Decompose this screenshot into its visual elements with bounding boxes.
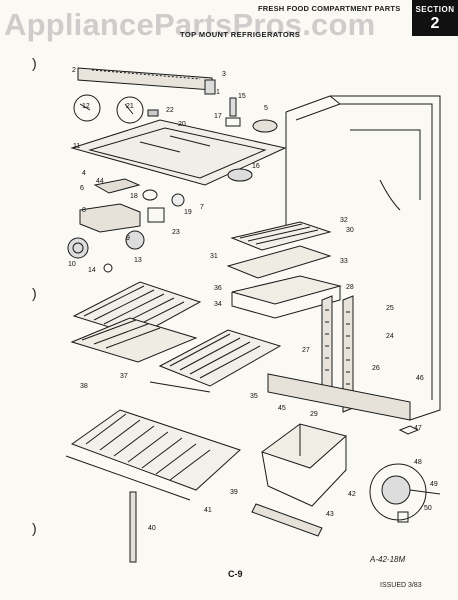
- detail-circles: [73, 94, 144, 124]
- roller-detail: [369, 463, 441, 523]
- callout-27: 27: [302, 347, 310, 354]
- callout-20: 20: [178, 121, 186, 128]
- callout-35: 35: [250, 393, 258, 400]
- callout-9: 9: [126, 235, 130, 242]
- callout-36: 36: [214, 285, 222, 292]
- page-subtitle: TOP MOUNT REFRIGERATORS: [180, 30, 301, 39]
- callout-21: 21: [126, 103, 134, 110]
- section-label: SECTION: [415, 5, 455, 14]
- callout-22: 22: [166, 107, 174, 114]
- issued-date: ISSUED 3/83: [380, 582, 422, 589]
- left-shelves: [70, 281, 202, 363]
- callout-11: 11: [73, 143, 80, 150]
- callout-40: 40: [148, 525, 156, 532]
- callout-17: 17: [214, 113, 222, 120]
- cabinet-liner: [285, 95, 441, 421]
- drawing-code: A-42-18M: [370, 555, 406, 564]
- crisper-pan: [260, 423, 348, 507]
- section-number: 2: [430, 15, 440, 32]
- top-rail: [77, 67, 216, 95]
- callout-1: 1: [216, 89, 220, 96]
- callout-2: 2: [72, 67, 76, 74]
- right-shelf: [149, 329, 282, 393]
- callout-29: 29: [310, 411, 318, 418]
- callout-50: 50: [424, 505, 432, 512]
- callout-33: 33: [340, 258, 348, 265]
- callout-7: 7: [200, 204, 204, 211]
- glass-shelf: [65, 409, 241, 501]
- callout-25: 25: [386, 305, 394, 312]
- ceiling-panel: [70, 119, 287, 186]
- callout-numbers: 2 3 1 12 21 22 15 17 5 20 11 16 4 44 6 1…: [68, 67, 438, 532]
- callout-30: 30: [346, 227, 354, 234]
- callout-49: 49: [430, 481, 438, 488]
- callout-23: 23: [172, 229, 180, 236]
- meat-drawer: [231, 275, 342, 319]
- callout-13: 13: [134, 257, 142, 264]
- callout-45: 45: [278, 405, 286, 412]
- binder-mark: ): [32, 55, 37, 71]
- callout-28: 28: [346, 284, 354, 291]
- callout-16: 16: [252, 163, 260, 170]
- callout-43: 43: [326, 511, 334, 518]
- callout-32: 32: [340, 217, 348, 224]
- callout-37: 37: [120, 373, 128, 380]
- binder-mark: ): [32, 285, 37, 301]
- callout-5: 5: [264, 105, 268, 112]
- callout-47: 47: [414, 425, 422, 432]
- callout-4: 4: [82, 170, 86, 177]
- callout-46: 46: [416, 375, 424, 382]
- page-title: FRESH FOOD COMPARTMENT PARTS: [258, 4, 401, 13]
- callout-39: 39: [230, 489, 238, 496]
- watermark: AppliancePartsPros.com: [4, 7, 376, 42]
- callout-8: 8: [82, 207, 86, 214]
- callout-15: 15: [238, 93, 246, 100]
- callout-3: 3: [222, 71, 226, 78]
- callout-12: 12: [82, 103, 90, 110]
- callout-6: 6: [80, 185, 84, 192]
- section-badge: SECTION 2: [412, 0, 458, 36]
- callout-48: 48: [414, 459, 422, 466]
- callout-41: 41: [204, 507, 212, 514]
- callout-18: 18: [130, 193, 138, 200]
- callout-14: 14: [88, 267, 96, 274]
- callout-34: 34: [214, 301, 222, 308]
- callout-42: 42: [348, 491, 356, 498]
- page-number: C-9: [228, 569, 243, 579]
- callout-19: 19: [184, 209, 192, 216]
- callout-44: 44: [96, 178, 104, 185]
- callout-38: 38: [80, 383, 88, 390]
- callout-24: 24: [386, 333, 394, 340]
- callout-10: 10: [68, 261, 76, 268]
- callout-31: 31: [210, 253, 218, 260]
- callout-26: 26: [372, 365, 380, 372]
- binder-mark: ): [32, 520, 37, 536]
- upper-shelf: [226, 221, 332, 279]
- shelf-ladders: [321, 295, 354, 413]
